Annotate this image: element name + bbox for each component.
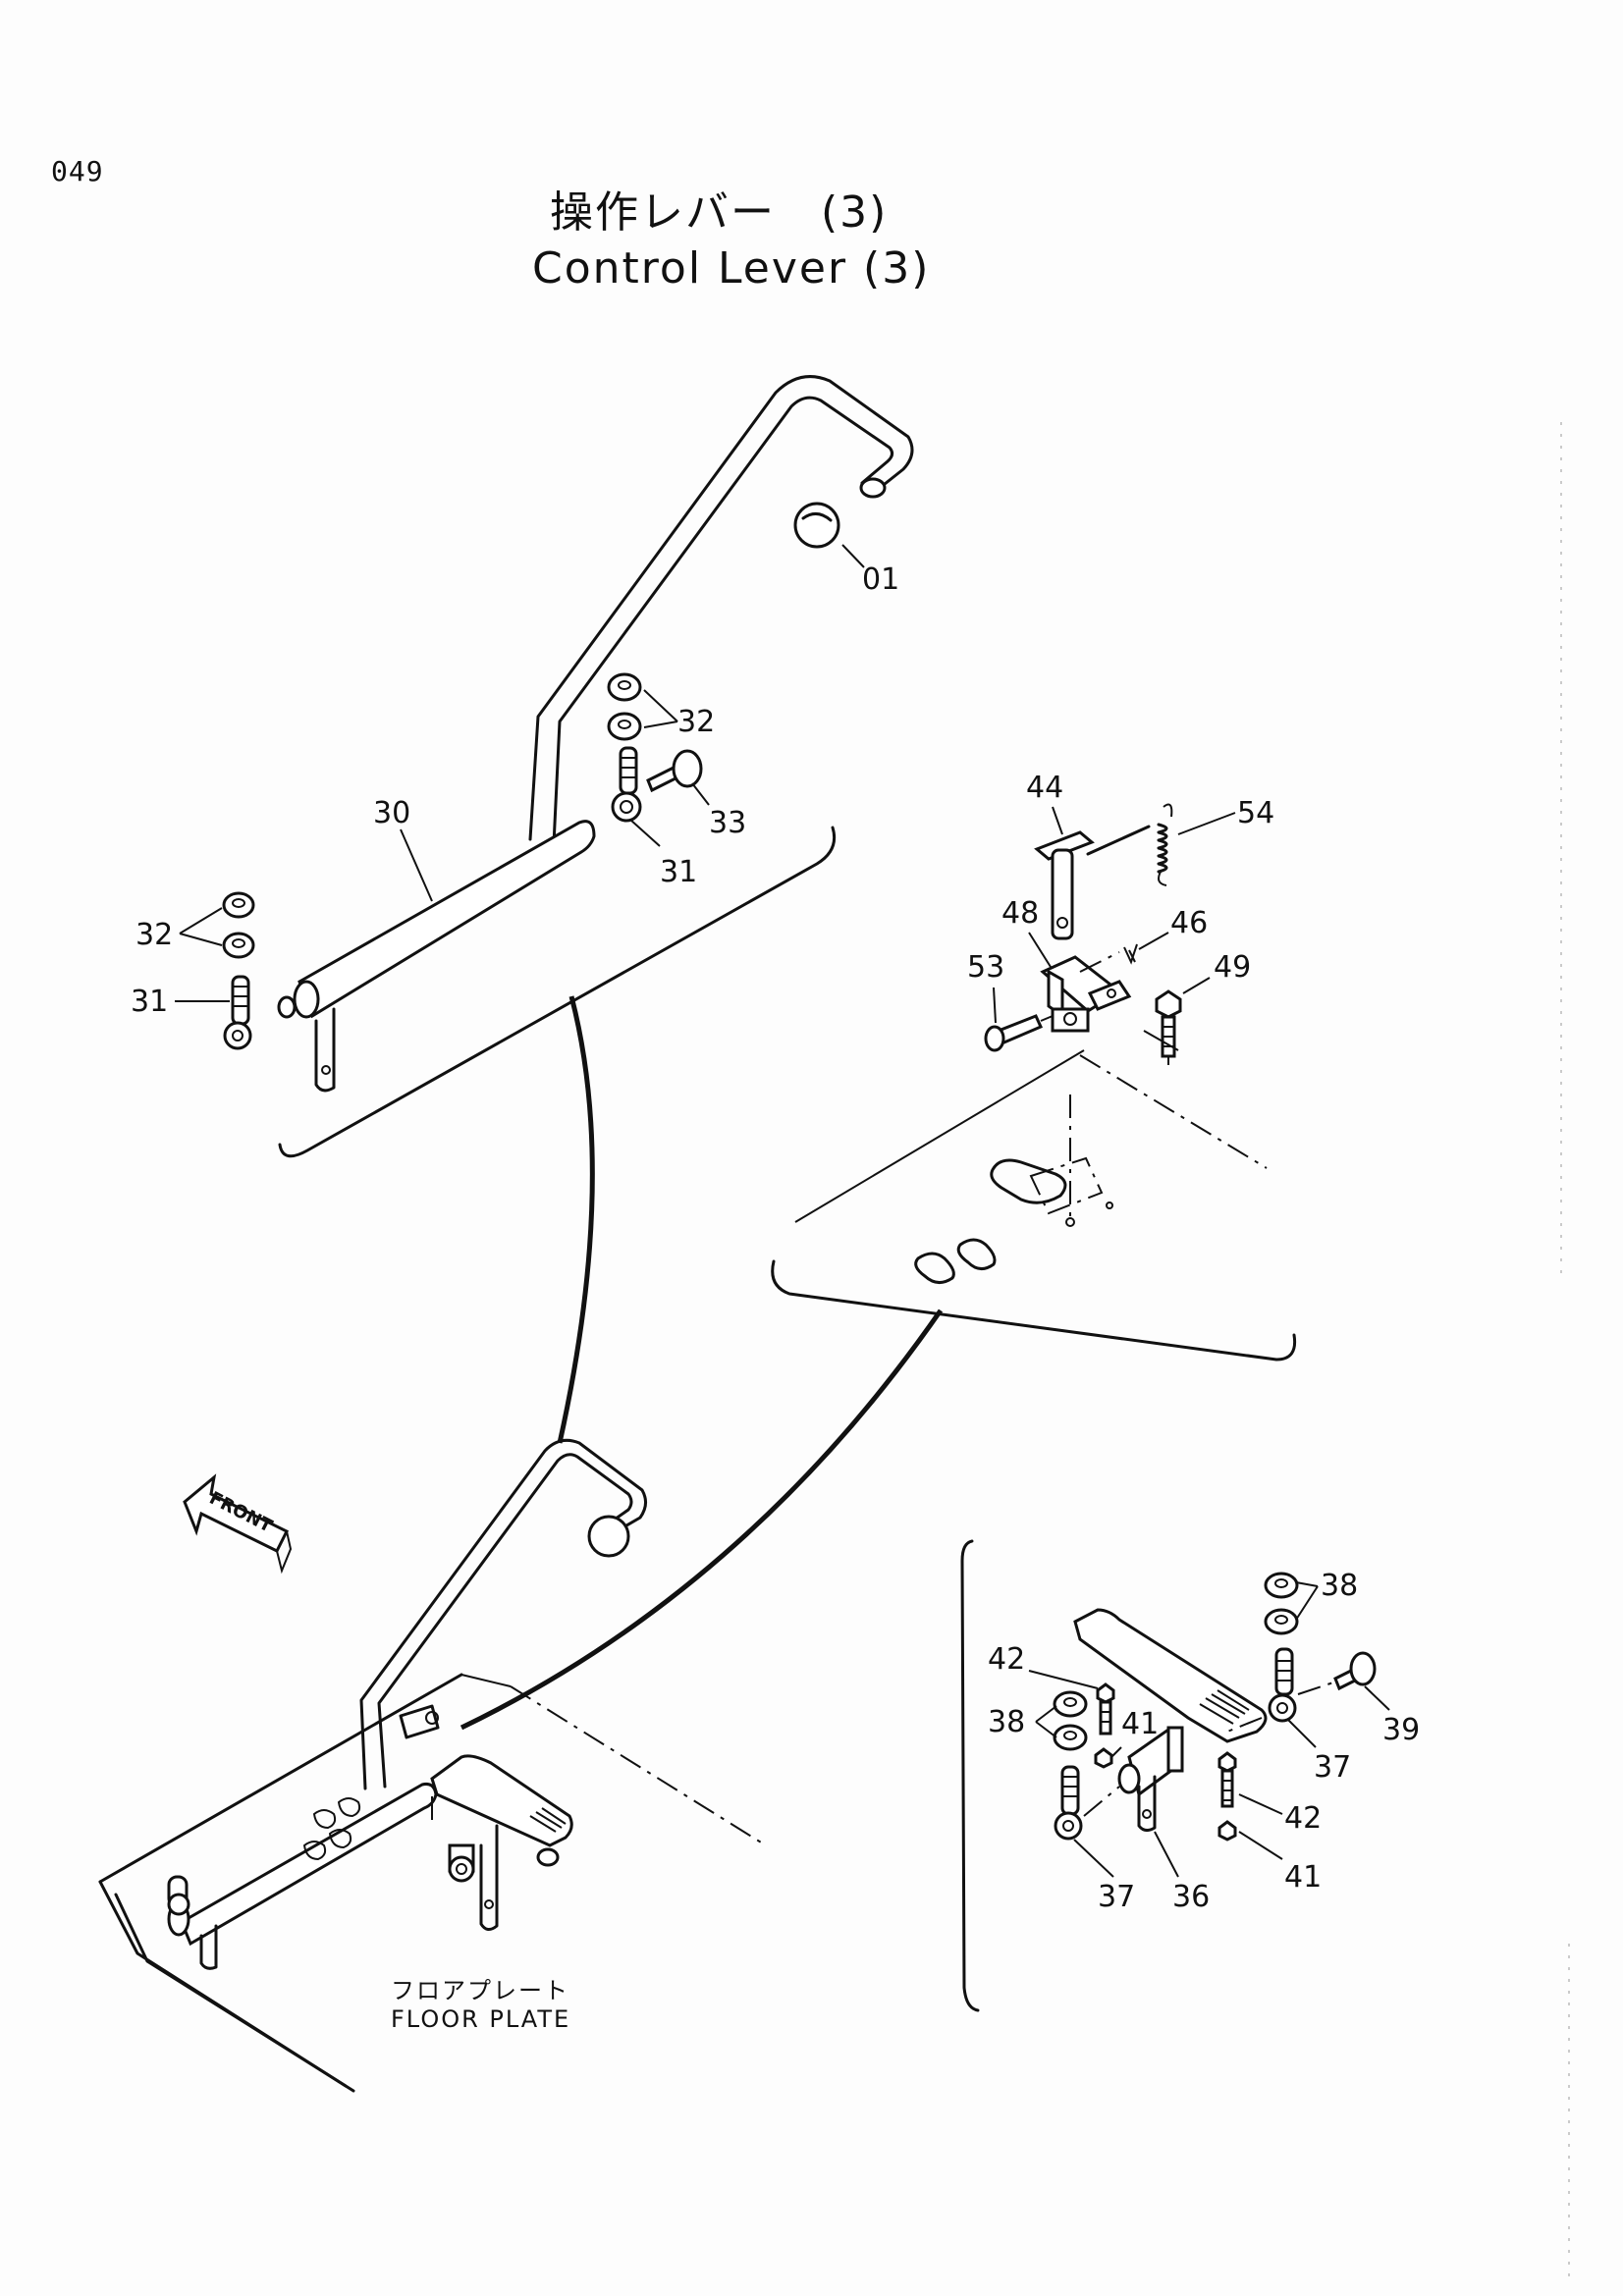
front-arrow-icon xyxy=(183,1473,293,1575)
callout-32-right: 32 xyxy=(677,705,715,739)
callout-01: 01 xyxy=(862,562,899,597)
leaders-upper-right xyxy=(993,806,1063,1024)
rod-end-31-right xyxy=(611,746,642,823)
callout-42-upper: 42 xyxy=(988,1642,1025,1677)
upper-left-detail-frame xyxy=(278,826,837,1158)
callout-48: 48 xyxy=(1001,896,1039,931)
callout-38-right: 38 xyxy=(1321,1569,1358,1603)
lower-right-detail-bracket xyxy=(960,1539,980,2012)
rod-end-37-right xyxy=(1226,1647,1297,1733)
control-lever-rod xyxy=(528,375,914,846)
lower-pedal-assembly xyxy=(302,1754,573,1931)
lever-shaft-30 xyxy=(277,820,596,1093)
bolt-49 xyxy=(1143,977,1211,1065)
nuts-32-right xyxy=(607,672,642,741)
callout-54: 54 xyxy=(1237,796,1274,830)
callout-32-left: 32 xyxy=(135,918,173,952)
callout-41-upper: 41 xyxy=(1121,1707,1159,1741)
bolt-33 xyxy=(646,749,703,793)
connector-curve-upper xyxy=(557,995,595,1444)
callout-36: 36 xyxy=(1172,1880,1210,1914)
floor-plate-label-en: FLOOR PLATE xyxy=(391,2005,571,2033)
floor-plate xyxy=(98,1673,767,2093)
scan-margin-marks xyxy=(1560,422,1570,2277)
bolt-39 xyxy=(1297,1651,1377,1695)
bolt-42-upper xyxy=(1096,1682,1115,1735)
connector-curve-right xyxy=(460,1308,944,1731)
leaders-lower-right xyxy=(1028,1581,1390,1878)
callout-37-right: 37 xyxy=(1314,1750,1351,1785)
callout-38-left: 38 xyxy=(988,1705,1025,1739)
callout-44: 44 xyxy=(1026,771,1063,805)
callout-30: 30 xyxy=(373,796,410,830)
rod-end-37-left xyxy=(1054,1765,1120,1841)
rod-end-31-left xyxy=(223,975,252,1050)
spring-54 xyxy=(1157,803,1236,886)
nut-41-lower xyxy=(1217,1820,1237,1842)
callout-41-lower: 41 xyxy=(1284,1860,1322,1895)
pin-53 xyxy=(984,1014,1054,1052)
cotter-pin-46 xyxy=(1079,932,1169,973)
callout-33: 33 xyxy=(709,806,746,840)
floor-plate-label-jp: フロアプレート xyxy=(391,1977,569,2004)
bracket-48 xyxy=(1040,955,1132,1033)
callout-46: 46 xyxy=(1170,906,1208,940)
nut-41-upper xyxy=(1094,1747,1113,1769)
page-number: 049 xyxy=(51,155,104,187)
lower-lever-rod xyxy=(167,1438,647,1970)
bracket-44 xyxy=(1034,825,1151,940)
title-english: Control Lever (3) xyxy=(532,243,931,294)
callout-39: 39 xyxy=(1382,1713,1420,1747)
callout-31-right: 31 xyxy=(660,855,697,889)
knob-icon xyxy=(793,502,840,549)
nuts-38-right xyxy=(1264,1572,1299,1635)
callout-49: 49 xyxy=(1214,950,1251,985)
callout-42-lower: 42 xyxy=(1284,1801,1322,1836)
nuts-38-left xyxy=(1053,1690,1088,1751)
leaders-upper-left xyxy=(175,544,865,1002)
nuts-32-left xyxy=(222,891,255,959)
upper-right-detail-frame xyxy=(771,1049,1297,1362)
bolt-42-lower xyxy=(1217,1751,1237,1808)
callout-53: 53 xyxy=(967,950,1004,985)
callout-31-left: 31 xyxy=(131,985,168,1019)
pedal-36 xyxy=(1073,1608,1268,1833)
callout-37-left: 37 xyxy=(1098,1880,1135,1914)
lever-rod-tip xyxy=(859,477,887,499)
title-japanese: 操作レバー (3) xyxy=(550,187,889,238)
